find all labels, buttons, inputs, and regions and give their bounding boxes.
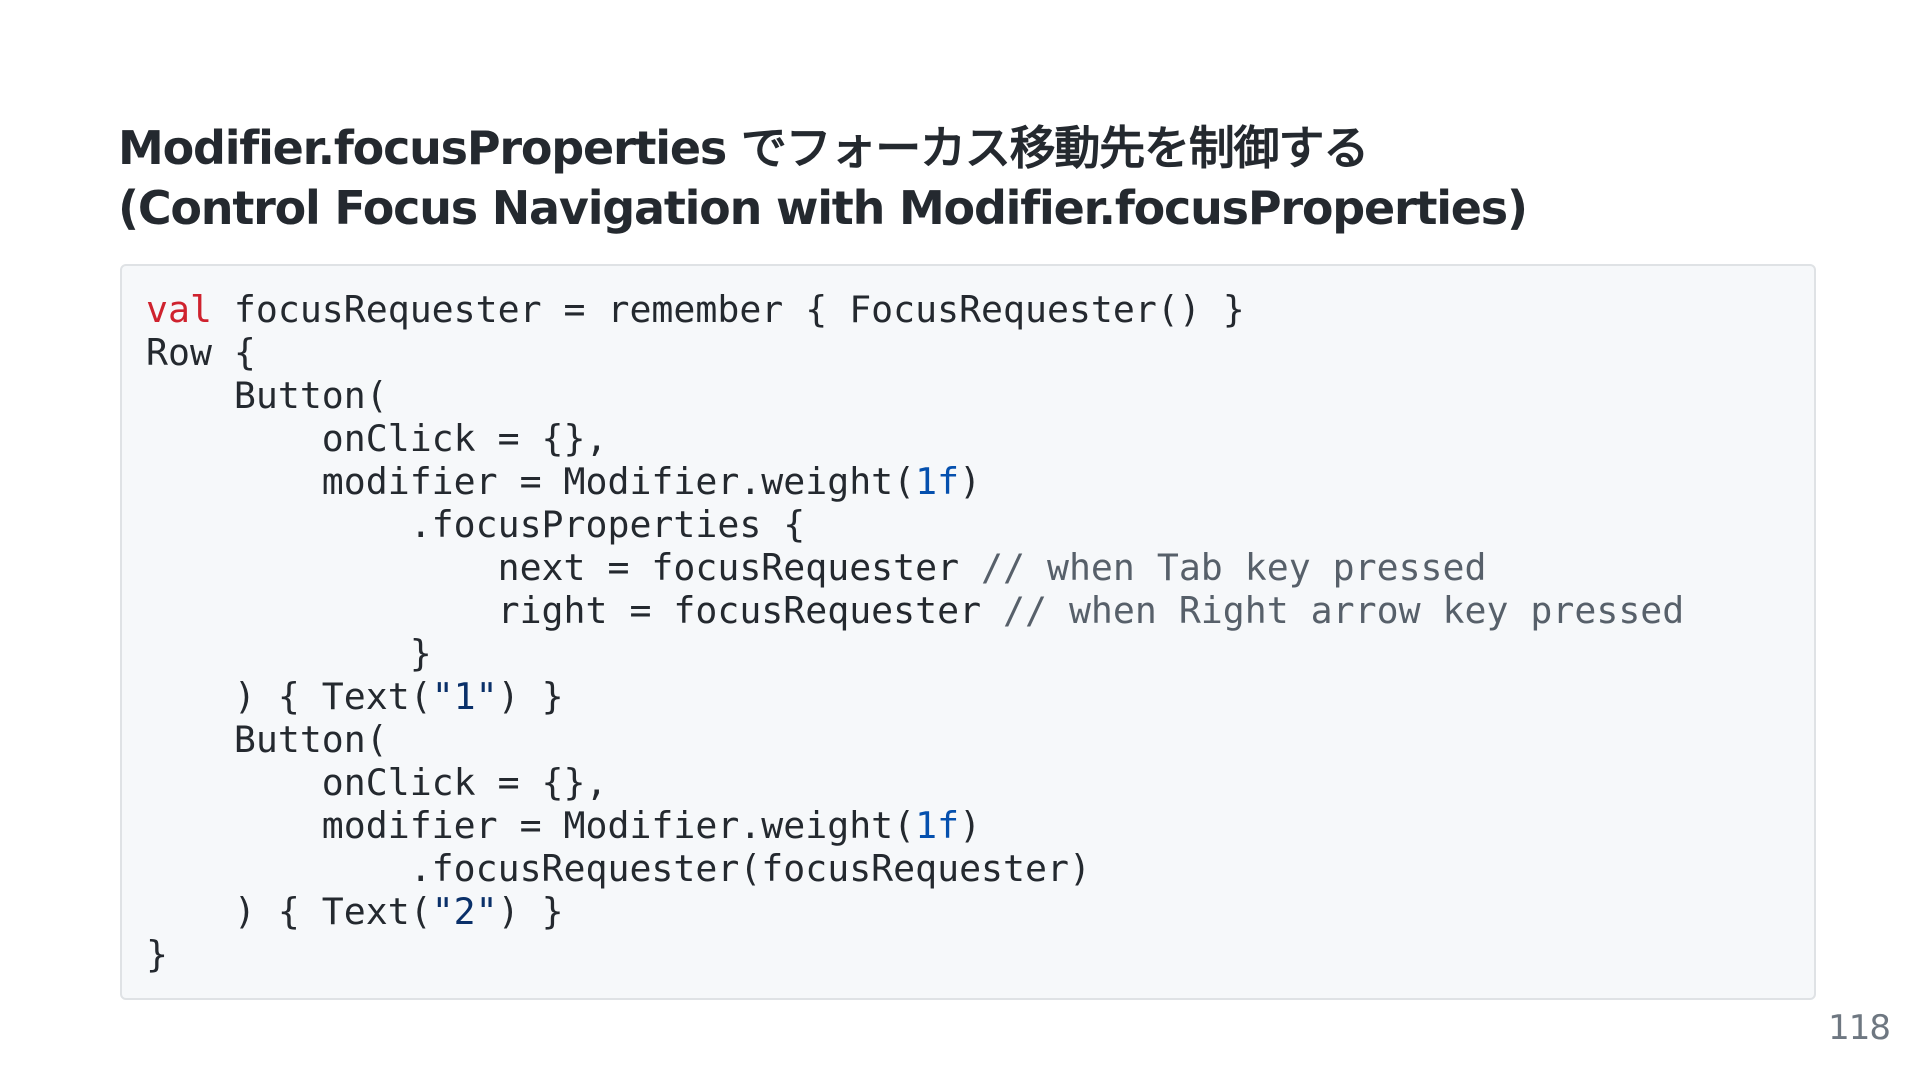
code-line: }: [146, 632, 1790, 675]
code-line: onClick = {},: [146, 417, 1790, 460]
code-text: .focusRequester(focusRequester): [146, 847, 1091, 890]
code-text: Button(: [146, 718, 388, 761]
code-line: .focusRequester(focusRequester): [146, 847, 1790, 890]
code-line: next = focusRequester // when Tab key pr…: [146, 546, 1790, 589]
code-text: ) { Text(: [146, 675, 432, 718]
slide-title: Modifier.focusProperties でフォーカス移動先を制御する …: [118, 118, 1818, 238]
page-number: 118: [1828, 1008, 1891, 1048]
code-line: right = focusRequester // when Right arr…: [146, 589, 1790, 632]
code-text: next = focusRequester: [146, 546, 982, 589]
title-line-japanese: Modifier.focusProperties でフォーカス移動先を制御する: [118, 121, 1369, 175]
code-line: Row {: [146, 331, 1790, 374]
code-number: 1f: [915, 460, 960, 503]
code-text: }: [146, 632, 432, 675]
code-line: ) { Text("2") }: [146, 890, 1790, 933]
code-text: }: [146, 933, 168, 976]
code-text: onClick = {},: [146, 761, 608, 804]
code-content: val focusRequester = remember { FocusReq…: [146, 288, 1790, 976]
code-text: ): [959, 460, 982, 503]
code-text: Row {: [146, 331, 256, 374]
code-text: modifier = Modifier.weight(: [146, 804, 916, 847]
code-line: Button(: [146, 718, 1790, 761]
code-text: modifier = Modifier.weight(: [146, 460, 916, 503]
code-text: ) }: [497, 675, 564, 718]
code-comment: // when Right arrow key pressed: [1003, 589, 1685, 632]
code-keyword: val: [146, 288, 212, 331]
code-number: 1f: [915, 804, 960, 847]
code-line: onClick = {},: [146, 761, 1790, 804]
code-line: modifier = Modifier.weight(1f): [146, 804, 1790, 847]
code-string: "1": [431, 675, 498, 718]
code-text: ) }: [497, 890, 564, 933]
code-text: ): [959, 804, 982, 847]
code-line: }: [146, 933, 1790, 976]
code-block: val focusRequester = remember { FocusReq…: [120, 264, 1816, 1000]
code-text: focusRequester = remember { FocusRequest…: [211, 288, 1245, 331]
code-line: .focusProperties {: [146, 503, 1790, 546]
code-line: Button(: [146, 374, 1790, 417]
code-text: Button(: [146, 374, 388, 417]
title-line-english: (Control Focus Navigation with Modifier.…: [118, 181, 1528, 235]
code-text: .focusProperties {: [146, 503, 806, 546]
code-text: ) { Text(: [146, 890, 432, 933]
code-text: right = focusRequester: [146, 589, 1004, 632]
code-text: onClick = {},: [146, 417, 608, 460]
code-line: modifier = Modifier.weight(1f): [146, 460, 1790, 503]
code-string: "2": [431, 890, 498, 933]
code-line: val focusRequester = remember { FocusReq…: [146, 288, 1790, 331]
code-lines: val focusRequester = remember { FocusReq…: [146, 288, 1790, 976]
code-comment: // when Tab key pressed: [981, 546, 1487, 589]
code-line: ) { Text("1") }: [146, 675, 1790, 718]
